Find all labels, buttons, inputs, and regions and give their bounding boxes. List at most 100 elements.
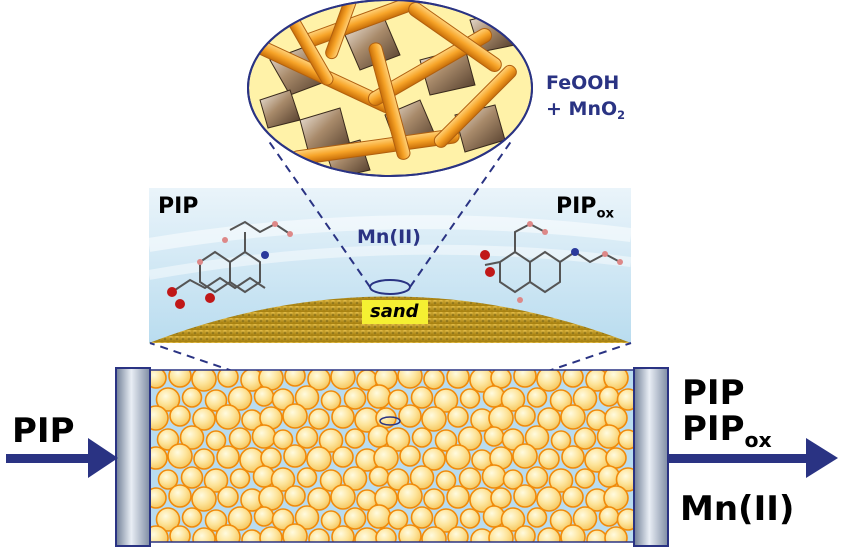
- sand-grain: [295, 426, 319, 449]
- sand-grain: [156, 428, 180, 451]
- sand-grain: [562, 486, 584, 508]
- sand-grain: [181, 507, 203, 528]
- sand-grain: [155, 507, 181, 532]
- molecule-pipox: [480, 221, 623, 303]
- molecule-pip: [167, 220, 293, 309]
- sand-grain: [385, 427, 411, 452]
- sand-grain: [573, 427, 597, 450]
- sand-grain: [598, 386, 620, 407]
- sand-grain: [398, 524, 422, 542]
- coating-zoom-lens: [247, 0, 533, 177]
- sand-grain: [526, 507, 548, 528]
- sand-grain: [271, 388, 295, 411]
- sand-grain: [343, 387, 367, 410]
- sand-grain: [500, 507, 526, 532]
- sand-grain: [284, 485, 306, 507]
- sand-grain: [181, 387, 203, 408]
- outlet-label-pip: PIP: [682, 373, 745, 413]
- sand-grain: [320, 510, 342, 531]
- sand-grain: [514, 405, 536, 427]
- sand-grain: [331, 405, 355, 429]
- sand-grain: [282, 403, 308, 429]
- sand-grain: [204, 389, 228, 412]
- sand-grain: [179, 425, 205, 450]
- sand-grain: [500, 387, 526, 412]
- sand-grain: [270, 467, 296, 492]
- sand-grain: [561, 445, 585, 469]
- sand-grain: [447, 406, 469, 428]
- sand-grain: [294, 505, 320, 530]
- sand-grain: [296, 467, 318, 488]
- sand-grain: [616, 388, 634, 411]
- sand-grain: [572, 386, 598, 411]
- sand-grain: [253, 506, 275, 527]
- sand-grain: [306, 446, 332, 472]
- sand-grain: [446, 485, 470, 509]
- sand-grain: [204, 509, 228, 532]
- sand-grain: [366, 504, 392, 529]
- sand-grain: [549, 509, 573, 532]
- sand-grain: [574, 468, 596, 489]
- sand-grain: [366, 384, 392, 409]
- zoom-lines-top: [267, 139, 513, 288]
- sand-grain: [572, 506, 598, 531]
- sand-grain: [387, 509, 409, 530]
- sand-grain: [399, 445, 421, 467]
- sand-grain: [271, 508, 295, 531]
- column-end-cap-left: [115, 367, 151, 547]
- sand-grain: [168, 484, 192, 508]
- sand-grain: [217, 486, 239, 508]
- interface-panel: [149, 188, 631, 343]
- sand-grain: [537, 527, 561, 542]
- sand-grain: [193, 448, 215, 470]
- sand-grain: [319, 469, 343, 492]
- feooh-rods: [255, 0, 517, 166]
- sand-grain: [217, 370, 239, 388]
- sand-grain: [421, 406, 447, 432]
- sand-grain: [423, 370, 445, 390]
- sand-grain: [331, 525, 355, 542]
- sand-grain: [150, 487, 167, 509]
- sand-grain: [205, 430, 227, 451]
- sand-grain: [169, 525, 191, 542]
- sand-grain: [433, 388, 459, 413]
- sand-grain: [457, 426, 483, 451]
- sand-grain: [227, 386, 253, 411]
- sand-grain: [259, 526, 283, 542]
- column-focus-spot: [379, 416, 401, 426]
- sand-grain: [368, 466, 390, 487]
- sand-grain: [605, 447, 627, 469]
- sand-grain: [548, 468, 574, 493]
- sand-grain: [459, 508, 481, 529]
- sand-grain: [596, 424, 622, 449]
- sand-grain: [562, 370, 584, 388]
- sand-grain: [150, 525, 169, 542]
- sand-grain: [617, 429, 634, 450]
- sand-grain: [284, 370, 306, 387]
- coating-label-line1: FeOOH: [546, 72, 620, 94]
- sand-grain: [344, 428, 366, 449]
- sand-grain: [536, 486, 562, 512]
- sand-grain: [447, 526, 469, 542]
- sand-label-box: [362, 300, 428, 324]
- sand-column: [149, 369, 635, 543]
- sand-grain: [191, 486, 217, 512]
- inlet-label-pip: PIP: [12, 411, 75, 451]
- sand-grain: [490, 370, 512, 389]
- sand-grain: [560, 524, 586, 542]
- sand-grain: [598, 506, 620, 527]
- sand-grain: [216, 445, 240, 469]
- sand-grain: [169, 405, 191, 427]
- sand-grain: [421, 526, 447, 542]
- sand-grain: [294, 385, 320, 410]
- sand-grain: [604, 526, 628, 542]
- sand-grain: [241, 529, 263, 542]
- outlet-label-pipox: PIPox: [682, 409, 772, 453]
- sand-grain: [168, 370, 192, 388]
- sand-grain: [150, 446, 168, 470]
- sand-grain: [342, 466, 368, 491]
- sand-grain: [215, 524, 241, 542]
- sand-grain: [343, 507, 367, 530]
- sand-grain: [536, 370, 562, 392]
- sand-grain: [386, 468, 410, 491]
